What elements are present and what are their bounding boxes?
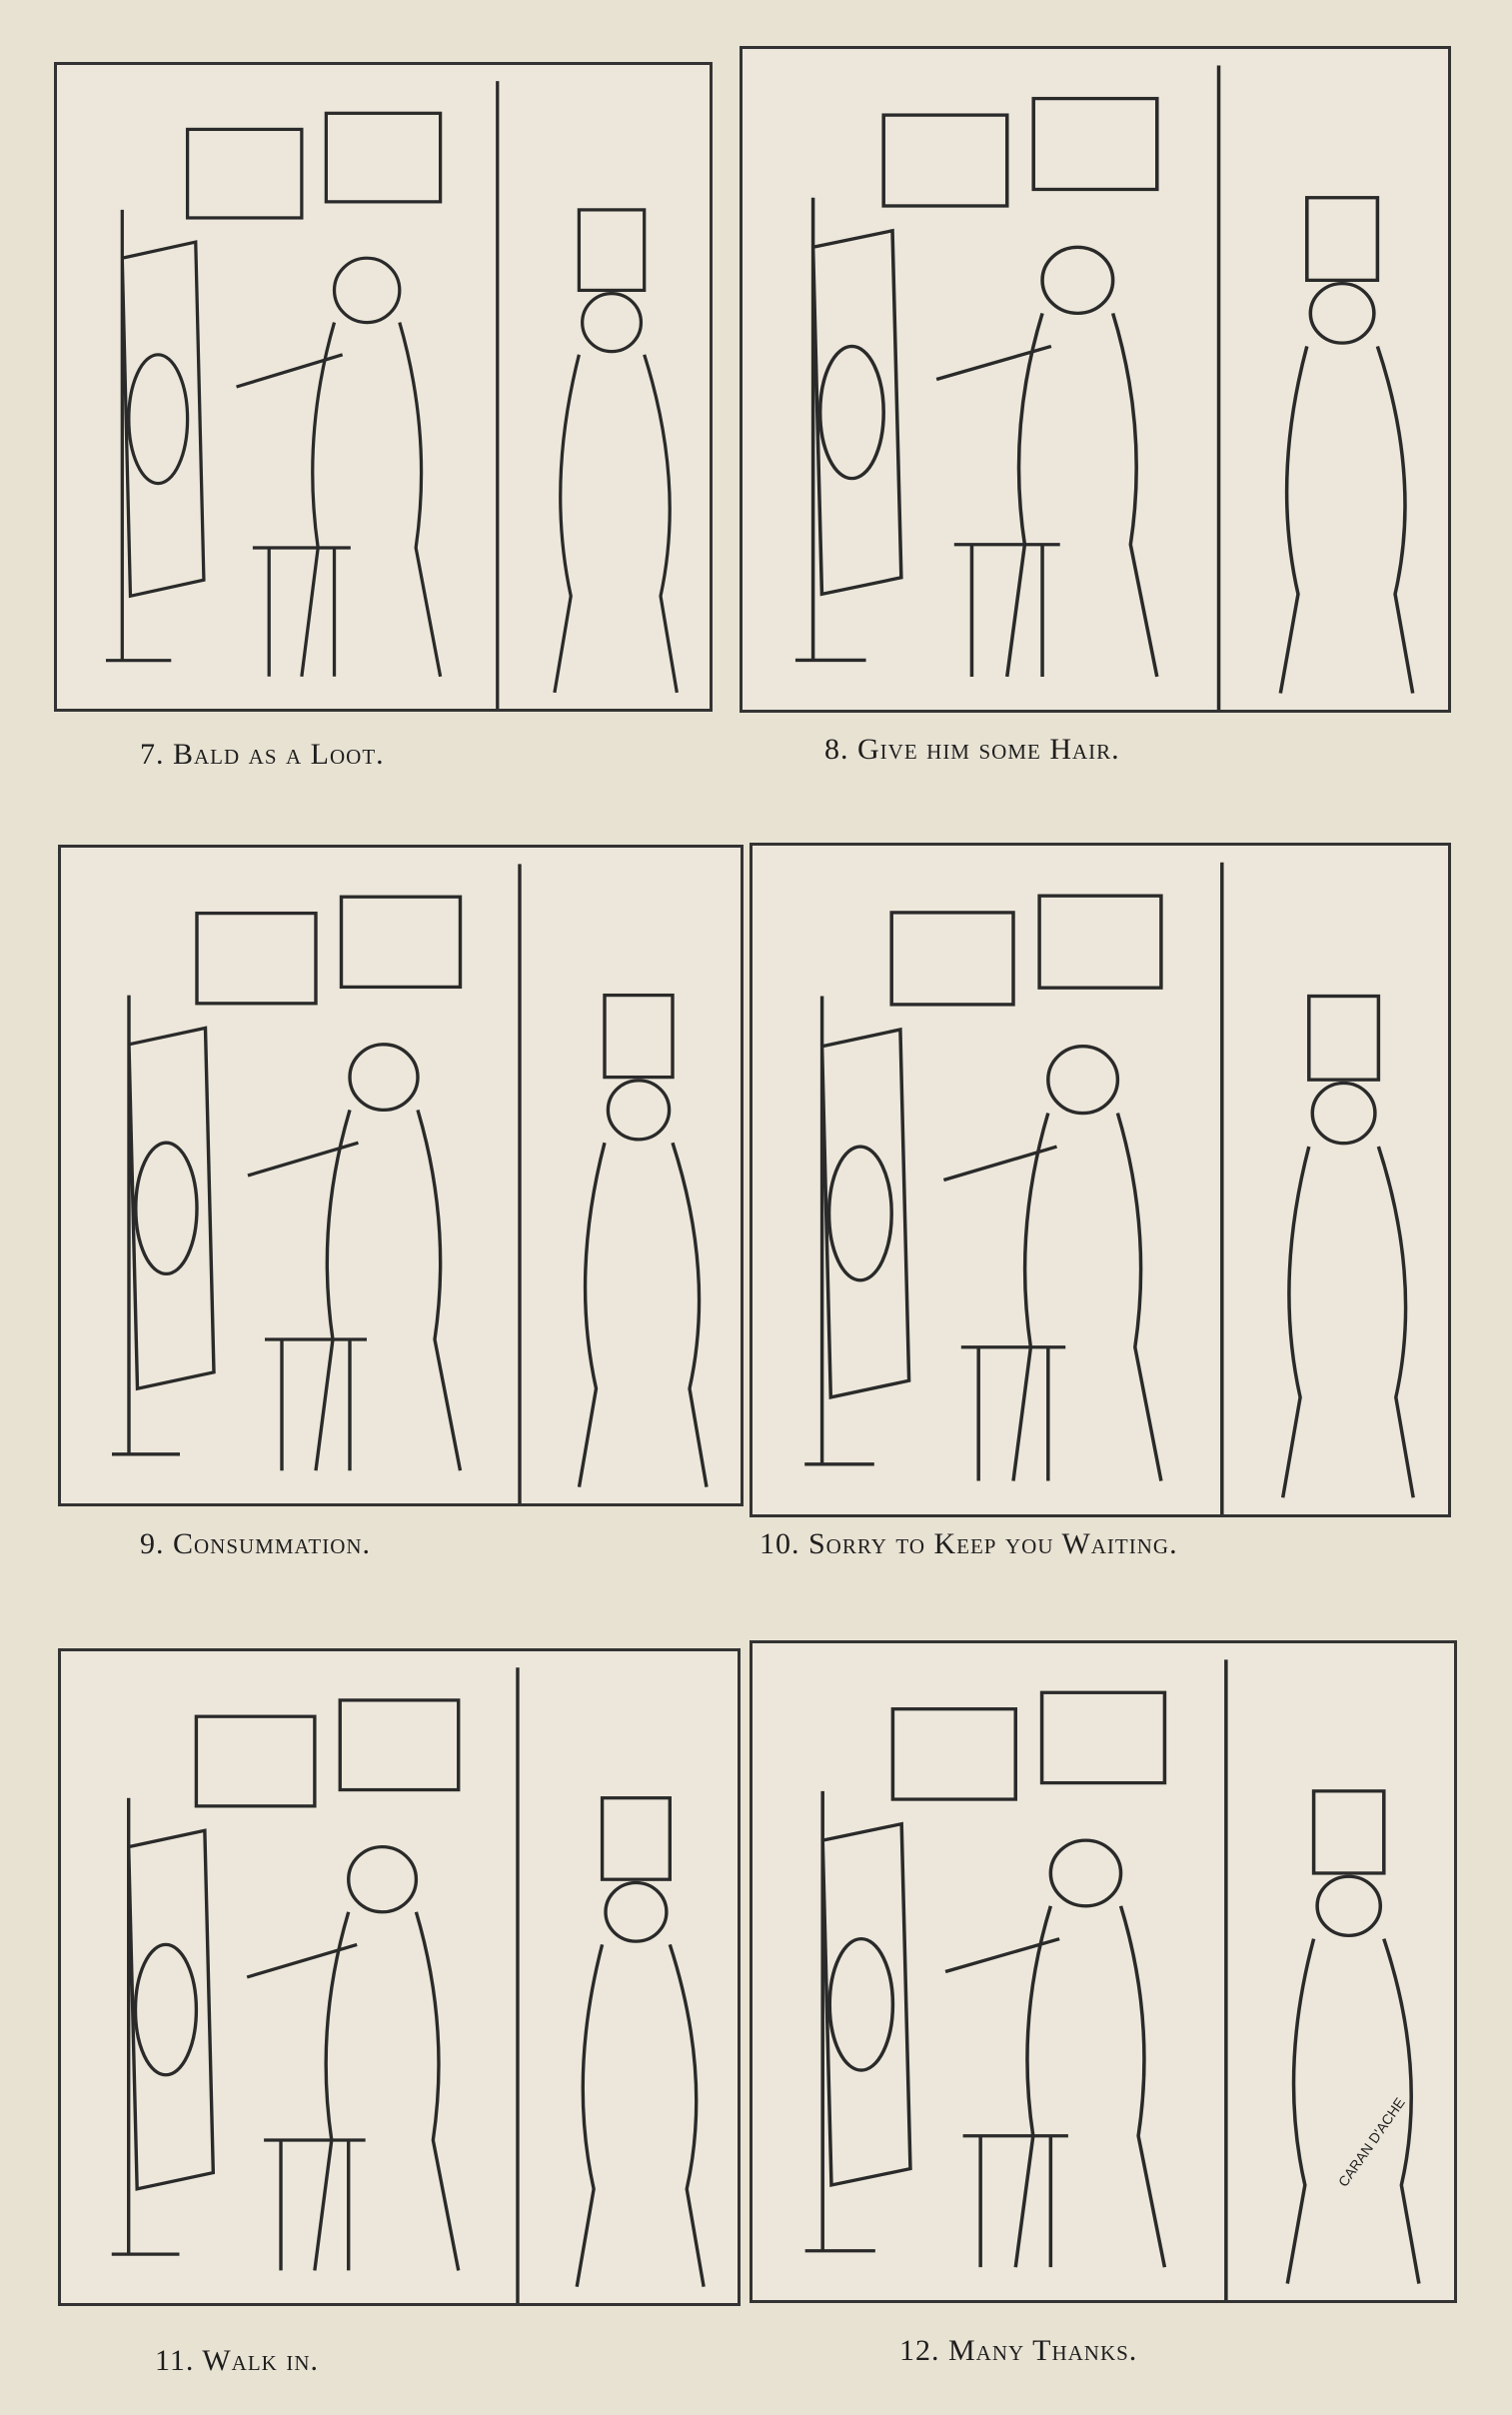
cartoon-panel-11 xyxy=(58,1648,741,2306)
cartoon-illustration xyxy=(112,864,709,1503)
wall-picture xyxy=(881,113,1009,208)
panel-caption: Many Thanks. xyxy=(948,2334,1138,2367)
wall-picture xyxy=(338,1698,461,1792)
panel-number: 11. xyxy=(155,2344,195,2377)
wall-picture xyxy=(195,911,318,1006)
easel xyxy=(804,996,911,1466)
easel xyxy=(794,197,903,663)
caption-panel-8: 8. Give him some Hair. xyxy=(824,733,1120,767)
cartoon-illustration xyxy=(105,81,679,709)
panel-caption: Give him some Hair. xyxy=(857,733,1120,766)
cartoon-panel-10 xyxy=(750,843,1451,1517)
caption-panel-7: 7. Bald as a Loot. xyxy=(140,738,385,772)
panel-caption: Sorry to Keep you Waiting. xyxy=(808,1527,1178,1560)
wall-picture xyxy=(339,895,463,990)
easel xyxy=(111,1797,216,2256)
caption-panel-10: 10. Sorry to Keep you Waiting. xyxy=(759,1527,1178,1561)
caption-panel-9: 9. Consummation. xyxy=(140,1527,371,1561)
cartoon-panel-9 xyxy=(58,845,744,1506)
cartoon-illustration xyxy=(111,1667,706,2303)
wall-picture xyxy=(194,1714,317,1808)
panel-number: 7. xyxy=(140,738,165,771)
panel-number: 9. xyxy=(140,1527,165,1560)
panel-caption: Consummation. xyxy=(173,1527,372,1560)
cartoon-panel-7 xyxy=(54,62,713,712)
easel xyxy=(804,1790,912,2253)
panel-number: 12. xyxy=(899,2334,940,2367)
wall-picture xyxy=(185,127,304,220)
panel-number: 10. xyxy=(759,1527,800,1560)
cartoon-illustration xyxy=(794,65,1415,710)
panel-number: 8. xyxy=(824,733,849,766)
wall-picture xyxy=(890,1707,1018,1801)
caption-panel-11: 11. Walk in. xyxy=(155,2344,319,2378)
cartoon-illustration xyxy=(804,862,1415,1514)
wall-picture xyxy=(1037,894,1163,990)
panel-caption: Walk in. xyxy=(202,2344,319,2377)
cartoon-panel-12: CARAN D'ACHE xyxy=(750,1640,1457,2303)
cartoon-panel-8 xyxy=(740,46,1451,713)
wall-picture xyxy=(1039,1690,1167,1785)
wall-picture xyxy=(889,911,1015,1007)
wall-picture xyxy=(324,111,443,204)
caption-panel-12: 12. Many Thanks. xyxy=(899,2334,1137,2368)
cartoon-illustration xyxy=(804,1659,1421,2300)
wall-picture xyxy=(1031,96,1159,192)
easel xyxy=(112,995,216,1456)
panel-caption: Bald as a Loot. xyxy=(173,738,385,771)
easel xyxy=(105,209,206,663)
